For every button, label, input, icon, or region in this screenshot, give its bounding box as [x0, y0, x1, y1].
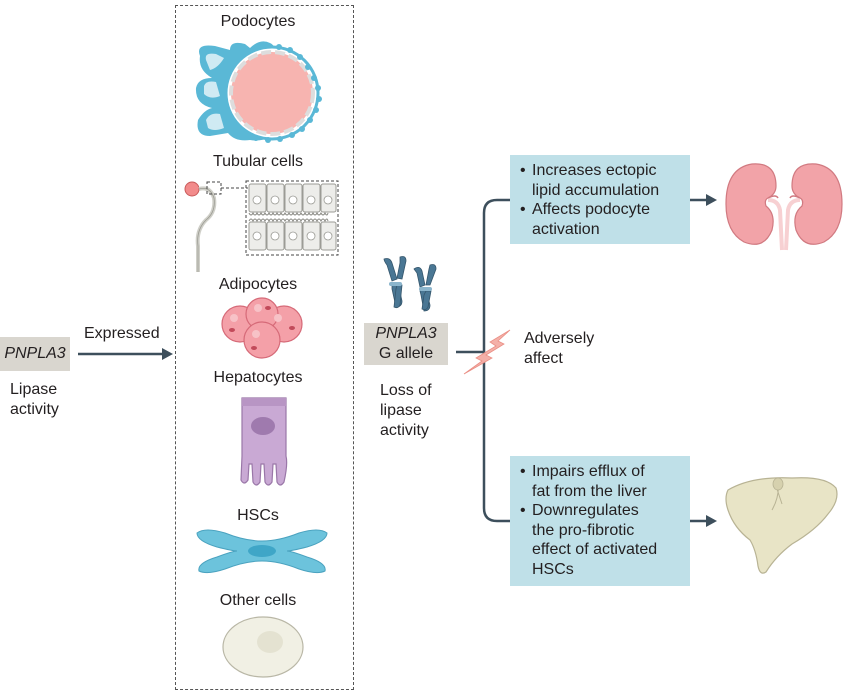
podocyte-icon: [195, 41, 322, 143]
kidney-bullet-1-line-2: lipid accumulation: [532, 181, 660, 199]
adipocytes-icon: [221, 297, 303, 359]
kidney-bullet-2: • Affects podocyte activation: [520, 201, 650, 238]
lightning-bolt-icon: [463, 329, 511, 375]
chromosome-icon: [383, 256, 437, 312]
cell-types-box: [175, 5, 354, 690]
variant-allele-label: G allele: [378, 345, 434, 362]
loss-line-2: lipase: [380, 402, 422, 419]
loss-of-lipase-label: Loss of lipase activity: [380, 381, 460, 441]
expressed-arrow: [78, 348, 173, 360]
liver-bullet-2-line-1: Downregulates: [532, 502, 639, 519]
liver-bullet-1-line-2: fat from the liver: [532, 482, 647, 500]
kidney-bullet-1: • Increases ectopic lipid accumulation: [520, 162, 660, 199]
kidney-bullet-2-line-1: Affects podocyte: [532, 201, 650, 218]
other-cells-label: Other cells: [219, 592, 297, 609]
lipase-activity-label: Lipase activity: [10, 380, 100, 420]
liver-icon: [725, 477, 838, 574]
liver-bullet-1: • Impairs efflux of fat from the liver: [520, 463, 647, 500]
kidneys-icon: [725, 163, 843, 251]
loss-line-1: Loss of: [380, 382, 432, 399]
hepatocytes-label: Hepatocytes: [213, 369, 303, 386]
liver-bullet-1-line-1: Impairs efflux of: [532, 463, 645, 480]
kidney-bullet-2-line-2: activation: [532, 220, 600, 238]
liver-effects-box: • Impairs efflux of fat from the liver •…: [510, 456, 690, 586]
kidney-effects-box: • Increases ectopic lipid accumulation •…: [510, 155, 690, 244]
podocytes-label: Podocytes: [220, 13, 296, 30]
loss-line-3: activity: [380, 422, 429, 439]
lipase-activity-line-1: Lipase: [10, 381, 58, 398]
adversely-line-2: affect: [524, 350, 563, 367]
liver-bullet-2-line-4: HSCs: [532, 560, 574, 578]
tubular-cells-icon: [184, 180, 339, 272]
variant-gene-name: PNPLA3: [375, 325, 437, 342]
adversely-line-1: Adversely: [524, 330, 595, 347]
liver-bullet-2-line-3: effect of activated: [532, 541, 658, 558]
pnpla3-gene-name: PNPLA3: [4, 345, 66, 362]
kidney-bullet-1-line-1: Increases ectopic: [532, 162, 657, 179]
other-cell-icon: [222, 616, 304, 678]
hscs-label: HSCs: [237, 507, 279, 524]
lipase-activity-line-2: activity: [10, 401, 59, 418]
adversely-affect-label: Adversely affect: [524, 329, 594, 369]
pnpla3-g-allele-box: PNPLA3 G allele: [364, 323, 448, 365]
tubular-cells-label: Tubular cells: [212, 153, 304, 170]
hsc-icon: [196, 529, 328, 574]
liver-bullet-2-line-2: the pro-fibrotic: [532, 521, 635, 539]
liver-bullet-2: • Downregulates the pro-fibrotic effect …: [520, 502, 658, 578]
expressed-label: Expressed: [84, 325, 160, 342]
adipocytes-label: Adipocytes: [218, 276, 298, 293]
hepatocyte-icon: [240, 397, 288, 486]
pnpla3-gene-box: PNPLA3: [0, 337, 70, 371]
